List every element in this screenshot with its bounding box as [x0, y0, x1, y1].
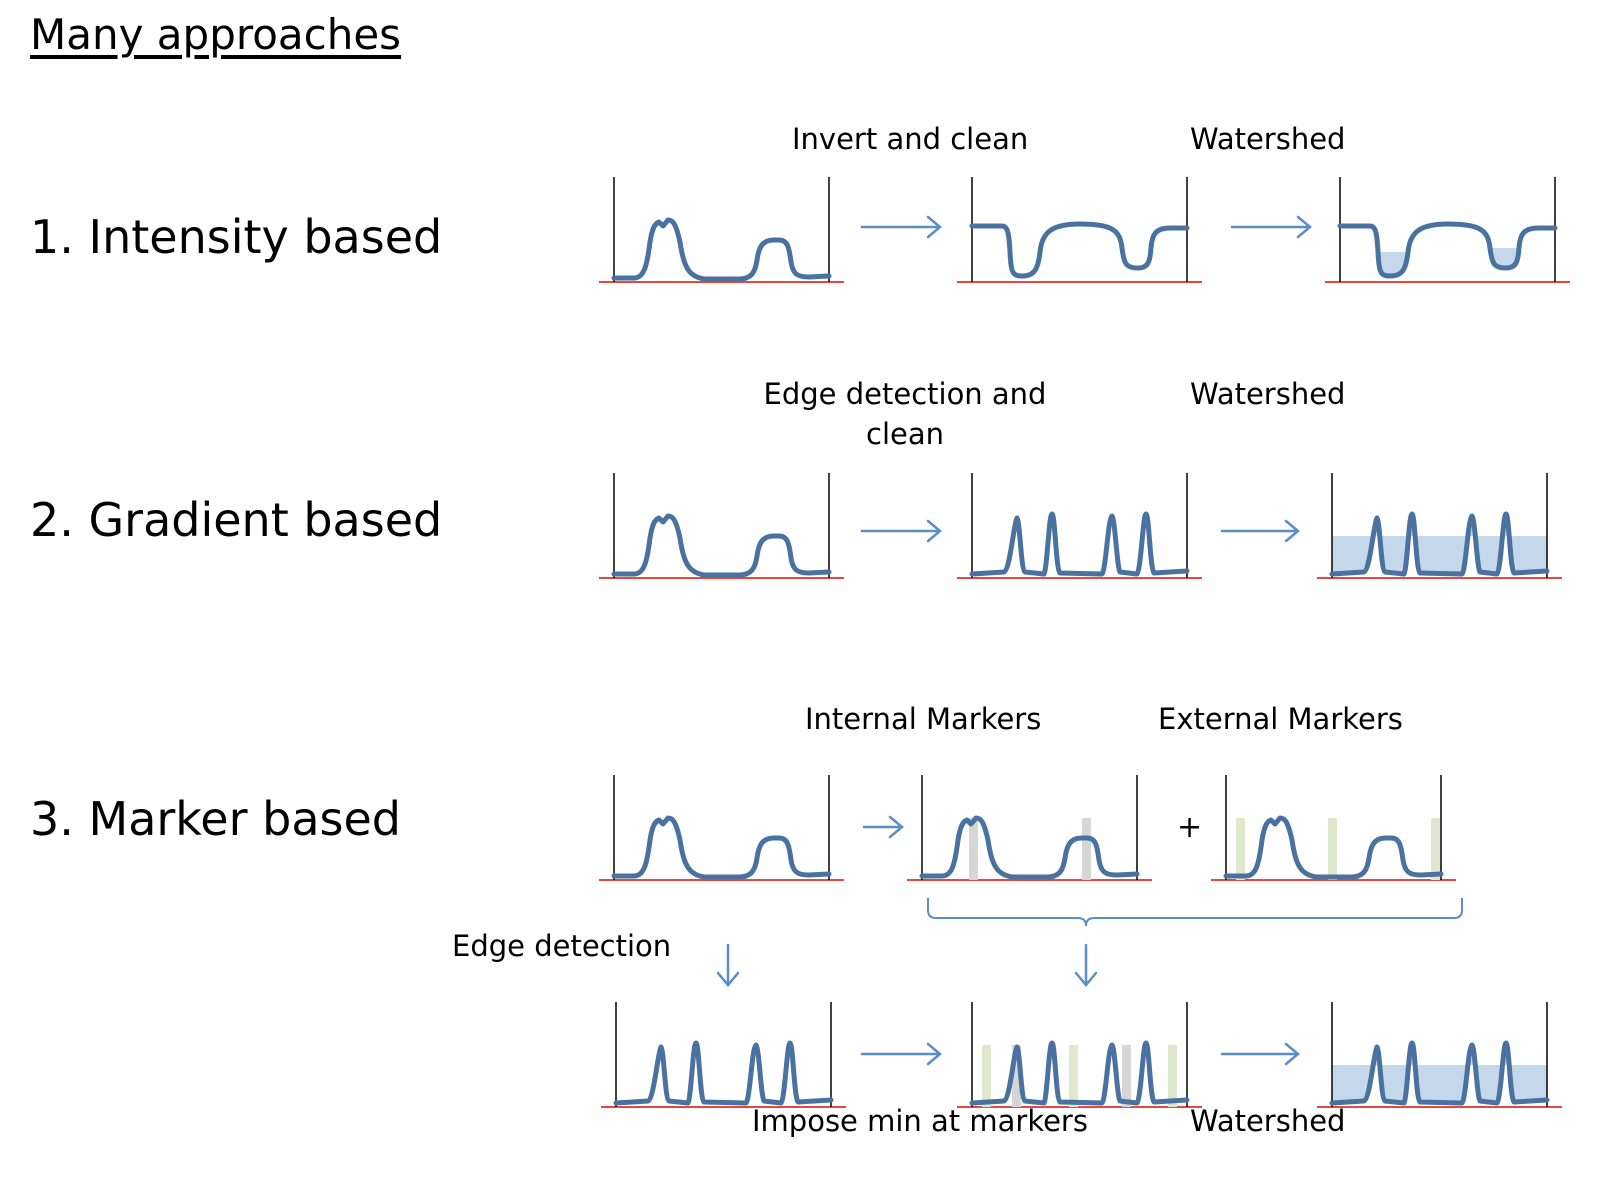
label-watershed-3: Watershed	[1190, 1104, 1346, 1138]
gradient-original-curve	[611, 513, 832, 578]
arrow-internal-markers	[862, 815, 904, 839]
gradient-watershed-water-fill	[1332, 514, 1547, 574]
arrow-impose-min	[860, 1042, 942, 1066]
marker-imposed-min-curve	[969, 1040, 1190, 1106]
marker-imposed-min-internal-marker-2	[1122, 1045, 1131, 1107]
marker-internal-internal-marker-1	[969, 818, 978, 880]
marker-external-external-marker-2	[1328, 818, 1337, 880]
marker-internal-internal-marker-2	[1082, 818, 1091, 880]
page-title: Many approaches	[30, 10, 402, 59]
intensity-watershed-curve	[1337, 221, 1558, 279]
arrow-watershed-1	[1230, 215, 1312, 239]
arrow-edge-detection-and-clean	[860, 519, 942, 543]
label-internal-markers: Internal Markers	[805, 702, 1042, 736]
marker-watershed-water-fill	[1332, 1043, 1547, 1103]
marker-external-external-marker-1	[1236, 818, 1245, 880]
plus-sign: +	[1177, 810, 1203, 845]
intensity-original-curve	[611, 217, 832, 282]
marker-internal-curve	[919, 815, 1140, 880]
label-watershed-2: Watershed	[1190, 377, 1346, 411]
arrow-invert-and-clean	[860, 215, 942, 239]
label-edge-detection-and: Edge detection and	[763, 377, 1047, 411]
label-clean: clean	[866, 417, 944, 451]
marker-external-curve	[1223, 815, 1444, 880]
markers-bracket	[927, 898, 1463, 927]
label-edge-detection: Edge detection	[452, 929, 672, 963]
marker-imposed-min-internal-marker-1	[1012, 1045, 1021, 1107]
marker-external-external-marker-3	[1431, 818, 1440, 880]
marker-imposed-min-external-marker-2	[1069, 1045, 1078, 1107]
section-gradient-based: 2. Gradient based	[30, 493, 443, 547]
arrow-edge-detection-down	[716, 943, 740, 987]
marker-watershed-curve	[1329, 1040, 1550, 1106]
arrow-markers-down	[1074, 943, 1098, 987]
marker-original-curve	[611, 815, 832, 880]
arrow-watershed-3	[1220, 1042, 1300, 1066]
marker-imposed-min-external-marker-1	[982, 1045, 991, 1107]
label-watershed-1: Watershed	[1190, 122, 1346, 156]
arrow-watershed-2	[1220, 519, 1300, 543]
label-impose-min: Impose min at markers	[752, 1104, 1088, 1138]
section-marker-based: 3. Marker based	[30, 792, 401, 846]
marker-imposed-min-external-marker-3	[1168, 1045, 1177, 1107]
intensity-inverted-curve	[969, 221, 1190, 279]
section-intensity-based: 1. Intensity based	[30, 210, 443, 264]
gradient-watershed-curve	[1329, 511, 1550, 577]
marker-edges-curve	[613, 1040, 834, 1106]
label-invert-and-clean: Invert and clean	[792, 122, 1029, 156]
label-external-markers: External Markers	[1158, 702, 1403, 736]
gradient-edges-curve	[969, 511, 1190, 577]
